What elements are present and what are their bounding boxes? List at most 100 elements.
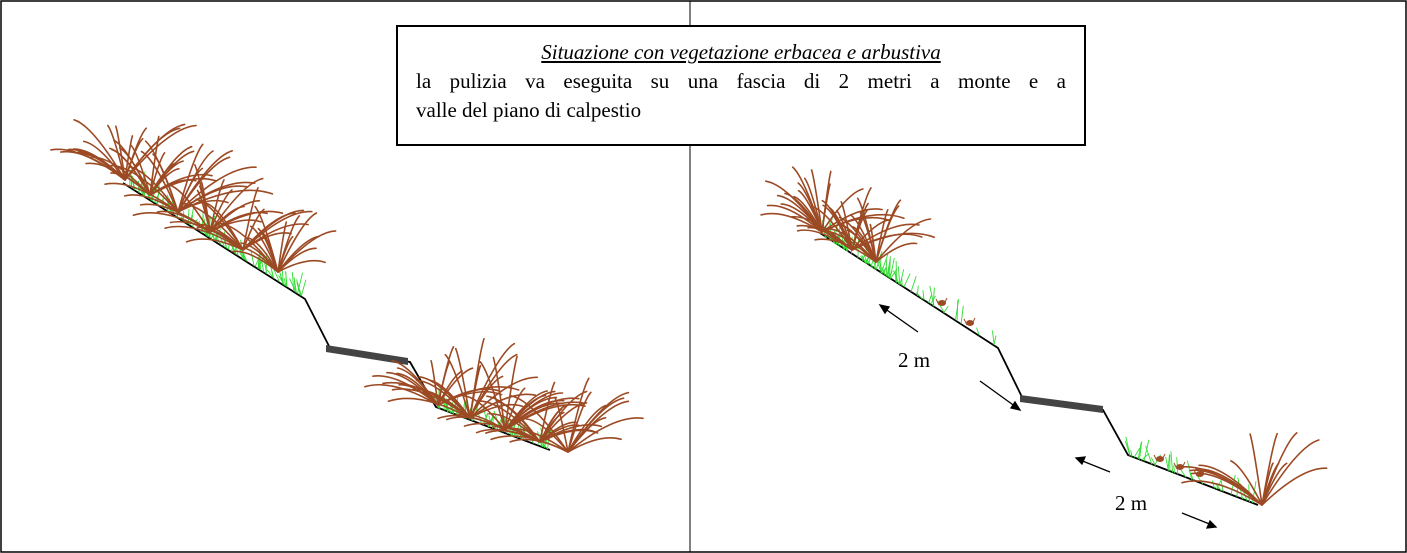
grass-blade — [1188, 469, 1194, 481]
shrub-branch — [444, 353, 471, 419]
shrub-branch — [469, 393, 537, 419]
grass-blade — [954, 299, 960, 321]
shrub-branch — [1261, 432, 1278, 506]
shrub-branch — [113, 139, 151, 196]
shrub-branch — [1261, 432, 1298, 506]
grass-blade — [1124, 440, 1131, 457]
shrub-branch — [209, 189, 233, 233]
grass-blade — [1145, 445, 1153, 465]
shrub-branch — [242, 223, 309, 251]
shrub-branch — [109, 147, 151, 196]
shrub-branch — [554, 396, 569, 453]
shrub-branch — [149, 150, 195, 196]
stump-twig — [1173, 462, 1178, 470]
shrub-branch — [198, 185, 211, 233]
shrub-branch — [852, 226, 877, 263]
shrub-branch — [490, 435, 569, 453]
shrub-branch — [492, 356, 506, 431]
shrub-branch — [510, 395, 569, 453]
shrub-branch — [821, 170, 832, 233]
cut-stumps — [935, 297, 1206, 477]
grass-blade — [201, 212, 204, 233]
shrub-branch — [810, 169, 823, 233]
grass-blade — [300, 279, 307, 297]
shrub-branch — [567, 377, 590, 453]
grass-blade — [266, 269, 275, 279]
shrub-branch — [209, 205, 245, 233]
grass-blade — [889, 257, 895, 279]
dimension-arrows — [878, 304, 1218, 529]
grass-blade — [492, 415, 494, 429]
shrub-branch — [1189, 469, 1263, 506]
grass-blade — [1215, 483, 1222, 492]
shrub-branch — [412, 388, 471, 419]
shrub-branch — [1198, 464, 1263, 506]
shrub-branch — [277, 230, 337, 273]
grass-blade — [261, 260, 265, 273]
shrub-branch — [454, 347, 471, 419]
shrub-branch — [168, 183, 211, 233]
shrubs-right — [760, 166, 1328, 506]
shrub-branch — [1249, 433, 1263, 506]
grass-blade — [894, 272, 897, 283]
grass-blade — [296, 279, 302, 297]
shrub-branch — [242, 187, 259, 251]
grass-blade — [890, 268, 898, 280]
grass-blade — [929, 285, 935, 307]
grass-blade — [976, 327, 980, 336]
stump-twig — [1153, 454, 1158, 462]
grass-blade — [279, 273, 285, 285]
grass-blade — [899, 269, 905, 285]
dimension-label-lower: 2 m — [1115, 491, 1148, 515]
grass-blade — [278, 275, 286, 286]
shrub-branch — [254, 205, 279, 273]
shrub-branch — [364, 383, 439, 406]
grass-blade — [297, 272, 304, 294]
shrub-branch — [463, 422, 541, 443]
shrub-branch — [428, 379, 471, 419]
stump-twig — [935, 298, 940, 306]
shrub-branch — [1261, 467, 1328, 506]
caption-title: Situazione con vegetazione erbacea e arb… — [541, 40, 941, 64]
caption-box: Situazione con vegetazione erbacea e arb… — [396, 25, 1086, 146]
shrub-branch — [73, 119, 126, 181]
shrub-branch — [149, 179, 197, 196]
shrub-branch — [386, 371, 439, 406]
shrub-branch — [209, 179, 225, 233]
shrub-branch — [463, 395, 506, 431]
grass-blade — [293, 276, 297, 293]
shrub-branch — [488, 412, 541, 443]
shrub-branch — [821, 188, 864, 233]
shrub-branch — [277, 259, 326, 273]
shrub-branch — [504, 387, 526, 431]
grass-blade — [1211, 480, 1215, 489]
stump-twig — [963, 318, 968, 326]
grass-blade — [897, 266, 901, 285]
shrub-branch — [875, 218, 932, 263]
stump-twig — [943, 297, 948, 305]
shrub-branch — [181, 202, 244, 251]
shrub-branch — [539, 381, 556, 443]
grass-blade — [960, 305, 964, 324]
shrub-branch — [249, 225, 279, 273]
shrub-branch — [840, 224, 877, 263]
shrub-branch — [277, 212, 318, 273]
shrub-branch — [209, 177, 264, 233]
grass-blade — [270, 269, 275, 279]
grass-blade — [915, 292, 923, 300]
grass-blade — [1170, 451, 1174, 473]
shrub-branch — [177, 166, 257, 213]
walkway-right — [1020, 395, 1103, 413]
shrub-branch — [496, 400, 541, 443]
shrub-branch — [479, 361, 506, 431]
shrub-branch — [1181, 480, 1263, 506]
grass-blade — [888, 270, 893, 278]
shrub-branch — [826, 227, 877, 263]
shrub-branch — [391, 388, 471, 419]
stump — [938, 300, 946, 306]
grass-blade — [991, 330, 995, 345]
shrub-branch — [277, 215, 300, 273]
shrub-branch — [372, 375, 439, 406]
grass-blade — [893, 270, 900, 285]
